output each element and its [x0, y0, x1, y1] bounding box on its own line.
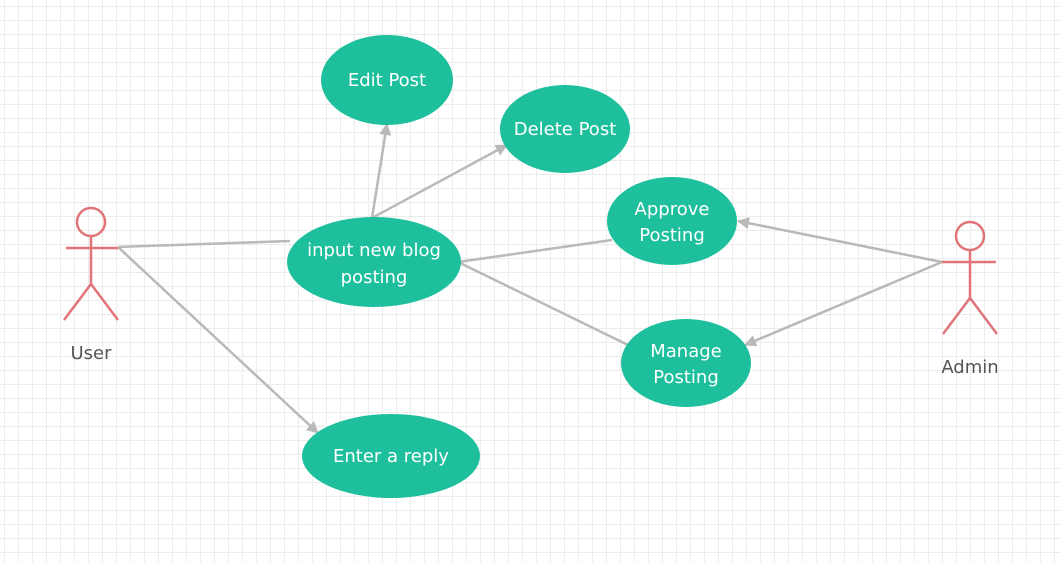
- connector-admin-to-approve: [737, 217, 943, 264]
- use-case-approve-posting[interactable]: Approve Posting: [607, 177, 737, 265]
- use-case-input-new-blog-posting-label-line2: posting: [341, 267, 408, 288]
- connector-input_blog-to-manage: [457, 260, 631, 348]
- connector-user-to-reply: [117, 246, 319, 434]
- actor-admin-label: Admin: [941, 357, 998, 378]
- connector-input_blog-to-edit_post: [370, 123, 392, 219]
- use-case-approve-posting-label-line1: Approve: [635, 199, 710, 220]
- use-case-edit-post[interactable]: Edit Post: [321, 35, 453, 125]
- use-case-manage-posting-label-line2: Posting: [653, 367, 719, 388]
- connector-input_blog-to-delete_post: [371, 143, 508, 220]
- stick-figure-icon: [942, 220, 998, 335]
- connector-admin-to-manage: [744, 260, 943, 347]
- actor-user-label: User: [70, 343, 112, 364]
- connector-input_blog-to-approve: [457, 238, 613, 264]
- use-case-edit-post-label: Edit Post: [348, 70, 426, 91]
- use-case-manage-posting[interactable]: Manage Posting: [621, 319, 751, 407]
- use-case-approve-posting-ellipse: [607, 177, 737, 265]
- connectors: [117, 123, 943, 434]
- connector-user-to-input_blog: [117, 239, 291, 249]
- actor-user[interactable]: User: [63, 206, 119, 364]
- use-case-manage-posting-label-line1: Manage: [650, 341, 722, 362]
- use-case-approve-posting-label-line2: Posting: [639, 225, 705, 246]
- use-case-enter-a-reply-ellipse: [302, 414, 480, 498]
- use-case-delete-post-label: Delete Post: [514, 119, 617, 140]
- use-case-delete-post-ellipse: [500, 85, 630, 173]
- use-case-manage-posting-ellipse: [621, 319, 751, 407]
- actor-admin[interactable]: Admin: [941, 220, 999, 378]
- use-case-enter-a-reply-label: Enter a reply: [333, 446, 449, 467]
- use-case-input-new-blog-posting[interactable]: input new blog posting: [287, 217, 461, 307]
- stick-figure-icon: [63, 206, 119, 321]
- use-case-delete-post[interactable]: Delete Post: [500, 85, 630, 173]
- use-case-edit-post-ellipse: [321, 35, 453, 125]
- use-case-input-new-blog-posting-label-line1: input new blog: [307, 240, 441, 261]
- use-case-enter-a-reply[interactable]: Enter a reply: [302, 414, 480, 498]
- use-case-input-new-blog-posting-ellipse: [287, 217, 461, 307]
